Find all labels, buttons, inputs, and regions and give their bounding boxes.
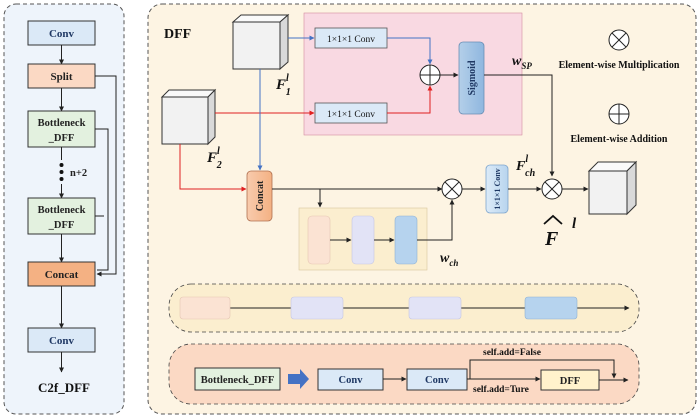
conv-top-right-label: 1×1×1 Conv [327, 35, 375, 45]
conv-mid-right-label: 1×1×1 Conv [327, 110, 375, 120]
legend-addition-label: Element-wise Addition [571, 134, 668, 145]
legend-addition-icon [608, 103, 630, 125]
detail-block-2 [290, 296, 344, 320]
w-sp-label: wSP [512, 54, 532, 71]
fat-arrow-icon [288, 369, 309, 389]
split-label: Split [50, 71, 72, 83]
bottleneck-block-1: Bottleneck _DFF [27, 110, 96, 148]
bottleneck-detail-region [168, 343, 640, 405]
bottleneck-block-2: Bottleneck _DFF [27, 197, 96, 235]
repeat-label: n+2 [70, 168, 87, 179]
w-ch-label: wch [440, 251, 458, 268]
repeat-dot-1 [59, 163, 64, 167]
right-panel-title: DFF [164, 27, 191, 42]
detail-block-3 [408, 296, 462, 320]
concat-right-label: Concat [255, 180, 266, 211]
self-add-true-label: self.add=Ture [473, 385, 529, 395]
repeat-dot-3 [59, 177, 64, 181]
bottleneck1-line1: Bottleneck [38, 118, 86, 129]
detail-block-1 [179, 296, 231, 320]
detail-block-4 [524, 296, 578, 320]
conv-bottom-block: Conv [27, 327, 96, 353]
f1-feature-cube [231, 13, 290, 71]
bottleneck-dff-box [194, 367, 281, 391]
arrow-channel-to-multiply [417, 199, 455, 241]
element-wise-multiplication-node-2 [541, 178, 563, 200]
f-hat-label: F l [543, 214, 577, 250]
f-hat-sup: l [572, 216, 577, 232]
red-arrow-f2-to-concat [179, 144, 247, 192]
conv-top-block: Conv [27, 20, 96, 46]
f2-feature-cube [160, 88, 217, 146]
channel-block-1 [307, 215, 331, 265]
element-wise-multiplication-node-1 [441, 178, 463, 200]
bottleneck2-line1: Bottleneck [38, 205, 86, 216]
self-add-false-path [469, 359, 617, 379]
red-arrow-conv-to-add [387, 85, 433, 114]
repeat-dot-2 [59, 170, 64, 174]
legend-multiplication-label: Element-wise Multiplication [559, 60, 680, 71]
split-skip-connection-b1 [95, 128, 109, 271]
concat-block-right [246, 170, 273, 222]
sigmoid-label: Sigmoid [467, 60, 478, 95]
element-wise-addition-node [419, 64, 441, 86]
conv-bottom-label: Conv [49, 335, 75, 347]
arrow-sigmoid-to-multiply [484, 74, 555, 177]
bottleneck-dff-label: Bottleneck_DFF [201, 375, 275, 386]
channel-block-3 [394, 215, 418, 265]
f-hat-letter: F [544, 228, 559, 250]
bottleneck2-line2: _DFF [48, 220, 75, 231]
self-add-false-label: self.add=False [483, 348, 541, 358]
conv-top-label: Conv [49, 28, 75, 40]
blue-arrow-conv-to-add [387, 37, 433, 65]
concat-block-left: Concat [27, 261, 96, 287]
left-panel-title: C2f_DFF [38, 380, 90, 395]
concat-left-label: Concat [45, 269, 79, 281]
sigmoid-block [458, 41, 485, 115]
legend-multiplication-icon [608, 29, 630, 51]
bottleneck-dff-block-label: DFF [560, 376, 580, 387]
split-skip-connection-outer [95, 75, 117, 277]
channel-block-2 [351, 215, 375, 265]
split-block: Split [27, 63, 96, 89]
bottleneck1-line2: _DFF [48, 133, 75, 144]
output-feature-cube [587, 160, 638, 216]
bottleneck-conv-2-label: Conv [425, 375, 450, 386]
bottleneck-conv-1-label: Conv [339, 375, 364, 386]
left-panel: Conv Split Bottleneck _DFF n+2 Bottlenec… [3, 3, 125, 415]
conv-ch-label: 1×1×1 Conv [493, 168, 502, 209]
